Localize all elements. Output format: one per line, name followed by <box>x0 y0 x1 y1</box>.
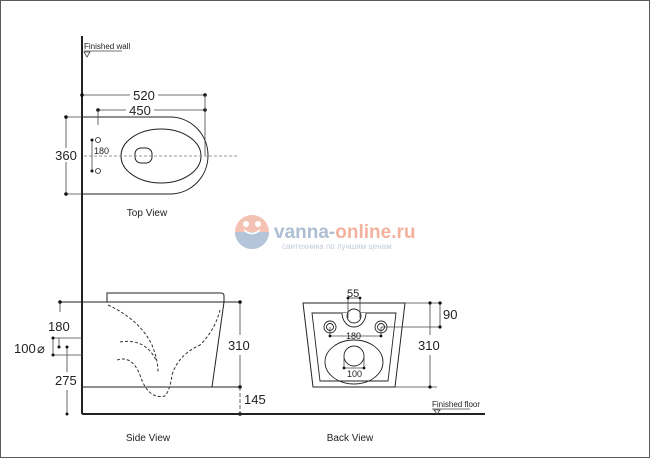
inlet-hole <box>346 308 362 324</box>
wall-marker-icon <box>83 51 91 58</box>
side-view: 310 145 180 100 ⌀ 275 Side View <box>14 292 266 444</box>
side-view-label: Side View <box>126 433 171 444</box>
dim-450: 450 <box>129 103 151 118</box>
dim-180-back: 180 <box>346 331 361 341</box>
svg-text:vanna-online.ru: vanna-online.ru <box>274 222 415 243</box>
dim-145: 145 <box>244 392 266 407</box>
bowl-outline <box>82 116 209 195</box>
dim-275: 275 <box>55 373 77 388</box>
dim-520: 520 <box>133 88 155 103</box>
diameter-icon: ⌀ <box>37 341 45 356</box>
back-view-label: Back View <box>327 433 374 444</box>
dim-310-side: 310 <box>228 338 250 353</box>
dim-360: 360 <box>55 148 77 163</box>
outlet-hole <box>343 345 365 367</box>
dim-55: 55 <box>347 288 359 300</box>
watermark: vanna-online.ru сантехника по лучшим цен… <box>235 215 415 251</box>
bolt-hole-icon <box>95 137 101 143</box>
dim-90: 90 <box>443 307 457 322</box>
dim-310-back: 310 <box>418 338 440 353</box>
lid-outline <box>106 292 225 303</box>
bolt-hole-icon <box>95 168 101 174</box>
top-view-label: Top View <box>127 208 168 219</box>
dim-100-back: 100 <box>347 369 362 379</box>
watermark-subtitle: сантехника по лучшим ценам <box>282 242 392 251</box>
floor-marker-icon <box>433 409 441 415</box>
dim-180-side: 180 <box>48 319 70 334</box>
watermark-title-2: online.ru <box>335 222 415 243</box>
finished-wall-label: Finished wall <box>84 42 130 51</box>
dim-100-side: 100 <box>14 341 36 356</box>
drain-opening <box>134 147 153 164</box>
finished-floor-label: Finished floor <box>432 400 480 409</box>
dim-180-top: 180 <box>94 146 109 156</box>
top-view: 520 450 360 180 Top View <box>54 88 238 219</box>
watermark-title-1: vanna- <box>274 222 335 243</box>
back-view: 55 180 100 310 90 Back View <box>302 288 457 444</box>
outlet-rim <box>324 339 384 385</box>
